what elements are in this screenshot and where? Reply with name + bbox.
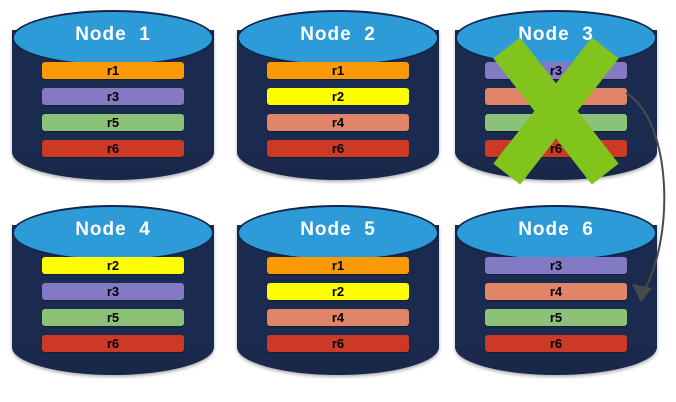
node-5[interactable]: Node 5 r1 r2 r4 r6 bbox=[237, 205, 439, 390]
record-bar[interactable]: r6 bbox=[42, 140, 184, 157]
node-2-records: r1 r2 r4 r6 bbox=[267, 62, 409, 157]
node-1-label: Node 1 bbox=[75, 24, 151, 45]
record-bar[interactable]: r1 bbox=[42, 62, 184, 79]
record-bar[interactable]: r4 bbox=[267, 114, 409, 131]
node-2-label: Node 2 bbox=[300, 24, 376, 45]
record-bar[interactable]: r1 bbox=[267, 257, 409, 274]
record-bar[interactable]: r2 bbox=[42, 257, 184, 274]
node-3-label: Node 3 bbox=[518, 24, 594, 45]
record-bar[interactable]: r3 bbox=[42, 88, 184, 105]
node-4-cylinder-top bbox=[12, 205, 214, 261]
record-bar[interactable]: r5 bbox=[485, 309, 627, 326]
record-bar[interactable]: r6 bbox=[42, 335, 184, 352]
record-bar[interactable]: r4 bbox=[267, 309, 409, 326]
node-4-records: r2 r3 r5 r6 bbox=[42, 257, 184, 352]
record-bar[interactable]: r2 bbox=[267, 88, 409, 105]
node-6-records: r3 r4 r5 r6 bbox=[485, 257, 627, 352]
record-bar[interactable]: r6 bbox=[485, 335, 627, 352]
node-1[interactable]: Node 1 r1 r3 r5 r6 bbox=[12, 10, 214, 195]
node-5-label: Node 5 bbox=[300, 219, 376, 240]
record-bar[interactable]: r3 bbox=[485, 257, 627, 274]
record-bar[interactable]: r4 bbox=[485, 283, 627, 300]
record-bar[interactable]: r5 bbox=[42, 309, 184, 326]
record-bar[interactable]: r2 bbox=[267, 283, 409, 300]
record-bar[interactable]: r6 bbox=[267, 140, 409, 157]
record-bar[interactable]: r6 bbox=[267, 335, 409, 352]
node-4[interactable]: Node 4 r2 r3 r5 r6 bbox=[12, 205, 214, 390]
record-bar[interactable]: r3 bbox=[42, 283, 184, 300]
node-5-cylinder-top bbox=[237, 205, 439, 261]
node-failed-x-icon bbox=[477, 37, 635, 185]
node-3[interactable]: Node 3 r3 r4 r5 r6 bbox=[455, 10, 657, 195]
node-2[interactable]: Node 2 r1 r2 r4 r6 bbox=[237, 10, 439, 195]
node-6-label: Node 6 bbox=[518, 219, 594, 240]
node-5-records: r1 r2 r4 r6 bbox=[267, 257, 409, 352]
node-1-records: r1 r3 r5 r6 bbox=[42, 62, 184, 157]
record-bar[interactable]: r5 bbox=[42, 114, 184, 131]
node-6[interactable]: Node 6 r3 r4 r5 r6 bbox=[455, 205, 657, 390]
record-bar[interactable]: r1 bbox=[267, 62, 409, 79]
node-4-label: Node 4 bbox=[75, 219, 151, 240]
